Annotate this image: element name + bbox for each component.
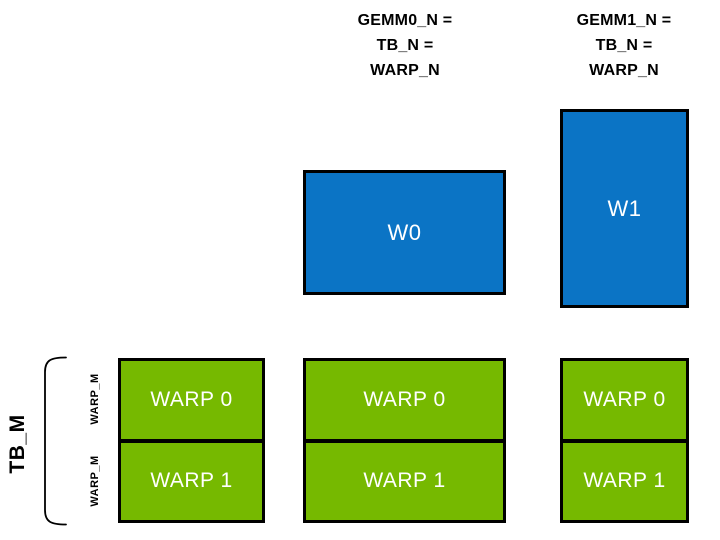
warp1-cell: WARP 1 (563, 440, 686, 521)
warp0-cell: WARP 0 (306, 361, 503, 441)
w0-box-label: W0 (387, 219, 422, 245)
tb-m-label: TB_M (6, 414, 29, 474)
w0-box: W0 (303, 170, 506, 295)
warp1-cell: WARP 1 (306, 440, 503, 521)
warp-grid-left: WARP 0 WARP 1 (118, 358, 265, 523)
warp0-cell: WARP 0 (121, 361, 262, 441)
gemm1-header-line3: WARP_N (589, 62, 659, 79)
gemm0-header-line1: GEMM0_N = (357, 12, 453, 29)
warp1-cell: WARP 1 (121, 440, 262, 521)
w1-box: W1 (560, 109, 689, 308)
warp-grid-middle: WARP 0 WARP 1 (303, 358, 506, 523)
warp0-cell: WARP 0 (563, 361, 686, 441)
warp-grid-right: WARP 0 WARP 1 (560, 358, 689, 523)
gemm1-column-header: GEMM1_N = TB_N = WARP_N (544, 8, 704, 83)
gemm0-header-line3: WARP_N (370, 62, 440, 79)
gemm1-header-line1: GEMM1_N = (576, 12, 672, 29)
gemm1-header-line2: TB_N = (595, 37, 653, 54)
w1-box-label: W1 (607, 195, 642, 221)
gemm0-column-header: GEMM0_N = TB_N = WARP_N (305, 8, 505, 83)
warp-m-top-label: WARP_M (89, 373, 101, 425)
warp-m-bottom-label: WARP_M (89, 455, 101, 507)
tb-m-bracket (44, 356, 67, 526)
gemm0-header-line2: TB_N = (376, 37, 434, 54)
